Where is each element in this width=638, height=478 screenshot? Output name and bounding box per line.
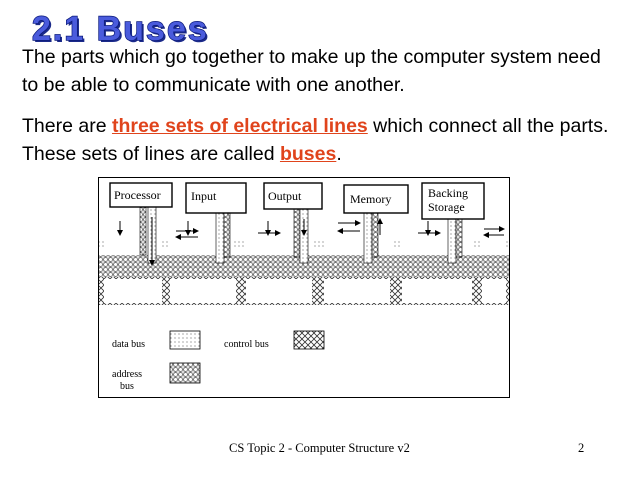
legend-control-bus-swatch [293, 330, 325, 350]
input-label: Input [191, 189, 217, 203]
bus-separators [104, 241, 506, 303]
address-bus-line [99, 255, 509, 277]
buses-paragraph: There are three sets of electrical lines… [22, 112, 622, 168]
legend-address-bus-swatch [169, 362, 201, 384]
processor-label: Processor [114, 188, 161, 202]
bus-diagram: Processor Input Output Memory Backing St… [98, 177, 510, 398]
slide-title-shadow: 2.1 Buses [34, 12, 211, 44]
footer-text: CS Topic 2 - Computer Structure v2 [229, 441, 410, 455]
component-output: Output [263, 182, 323, 210]
slide-title: 2.1 Buses 2.1 Buses [31, 12, 211, 44]
legend-address-bus-label-1: address [112, 369, 142, 380]
legend-address-bus-label-2: bus [120, 381, 134, 392]
output-label: Output [268, 189, 302, 203]
legend-data-bus-swatch [169, 330, 201, 350]
page-number: 2 [578, 441, 585, 455]
para-text-3: . [336, 143, 342, 165]
arrows [117, 217, 505, 266]
backing-storage-label-2: Storage [428, 200, 465, 214]
component-backing-storage: Backing Storage [421, 182, 485, 220]
component-processor: Processor [109, 182, 173, 208]
memory-label: Memory [350, 192, 391, 206]
highlight-three-sets: three sets of electrical lines [111, 115, 368, 137]
component-memory: Memory [343, 184, 409, 214]
legend-data-bus-label: data bus [112, 339, 145, 350]
component-input: Input [185, 182, 247, 214]
intro-paragraph: The parts which go together to make up t… [22, 46, 601, 96]
para-text-2: which connect all the parts. These sets … [22, 115, 609, 165]
highlight-buses: buses [279, 143, 337, 165]
legend: data bus control bus address bus [112, 330, 325, 392]
legend-control-bus-label: control bus [224, 339, 269, 350]
backing-storage-label-1: Backing [428, 186, 468, 200]
para-text-1: There are [22, 115, 112, 137]
slide-title-text: 2.1 Buses [32, 12, 209, 44]
